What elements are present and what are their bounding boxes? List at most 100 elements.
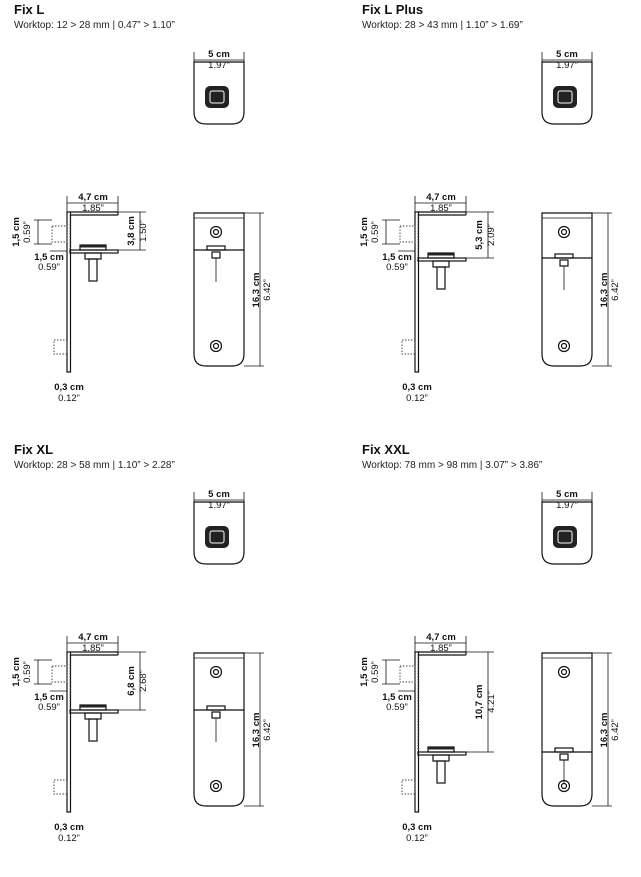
screw-shaft bbox=[436, 266, 446, 290]
screw-hole-bottom-inner bbox=[560, 342, 568, 350]
product-title: Fix L Plus bbox=[362, 2, 424, 17]
dim-lip-cm: 1,5 cm bbox=[382, 692, 412, 703]
worktop-range: Worktop: 28 > 43 mm | 1.10” > 1.69” bbox=[362, 20, 523, 31]
bracket-vertical bbox=[414, 211, 420, 373]
front-plate-outline bbox=[193, 652, 245, 807]
dim-depth-in: 1.85” bbox=[430, 203, 452, 214]
dim-gap-cm: 5,3 cm bbox=[474, 220, 485, 250]
screw-shaft bbox=[436, 760, 446, 784]
dim-thickness-cm: 0,3 cm bbox=[402, 822, 432, 833]
front-screw-nut bbox=[559, 753, 569, 761]
dim-gap-in: 4.21” bbox=[486, 691, 497, 713]
dim-height-cm: 16,3 cm bbox=[599, 713, 610, 748]
worktop-range: Worktop: 78 mm > 98 mm | 3.07” > 3.86” bbox=[362, 460, 543, 471]
bracket-vertical bbox=[66, 651, 72, 813]
top-view: 5 cm1.97” bbox=[541, 49, 593, 125]
dim-lip-cm: 1,5 cm bbox=[34, 692, 64, 703]
dim-plate-width-in: 1.97” bbox=[208, 500, 230, 511]
dim-height-in: 6.42” bbox=[610, 719, 621, 741]
front-clamp-pad bbox=[206, 705, 226, 711]
screw-hole-bottom bbox=[209, 779, 223, 793]
dim-depth-in: 1.85” bbox=[82, 643, 104, 654]
dim-top-in: 0.59” bbox=[370, 661, 381, 683]
screw-hole-bottom-inner bbox=[212, 342, 220, 350]
dim-depth-in: 1.85” bbox=[430, 643, 452, 654]
logo-mark bbox=[205, 526, 229, 548]
dim-thickness-in: 0.12” bbox=[58, 833, 80, 844]
front-clamp-pad bbox=[206, 245, 226, 251]
top-view: 5 cm1.97” bbox=[541, 489, 593, 565]
screw-nut bbox=[432, 754, 450, 762]
dim-thickness-in: 0.12” bbox=[406, 833, 428, 844]
dim-height-in: 6.42” bbox=[610, 279, 621, 301]
dim-thickness-in: 0.12” bbox=[406, 393, 428, 404]
screw-hole-top bbox=[209, 665, 223, 679]
panel-fix-xxl: Fix XXL Worktop: 78 mm > 98 mm | 3.07” >… bbox=[348, 440, 641, 877]
dim-depth-cm: 4,7 cm bbox=[426, 632, 456, 643]
screw-shaft bbox=[88, 258, 98, 282]
dim-plate-width-in: 1.97” bbox=[556, 60, 578, 71]
panel-fix-l: Fix L Worktop: 12 > 28 mm | 0.47” > 1.10… bbox=[0, 0, 320, 437]
bracket-lip bbox=[399, 665, 416, 683]
dim-plate-width-in: 1.97” bbox=[556, 500, 578, 511]
worktop-range: Worktop: 28 > 58 mm | 1.10” > 2.28” bbox=[14, 460, 175, 471]
dim-gap-cm: 6,8 cm bbox=[126, 666, 137, 696]
foot-outline bbox=[401, 779, 416, 795]
plate-outline bbox=[541, 501, 593, 565]
plate-outline bbox=[541, 61, 593, 125]
foot-outline bbox=[401, 339, 416, 355]
front-plate-outline bbox=[193, 212, 245, 367]
logo-inner bbox=[209, 530, 225, 544]
bracket-vertical bbox=[414, 651, 420, 813]
dim-plate-width-cm: 5 cm bbox=[556, 489, 578, 500]
front-screw-nut bbox=[211, 711, 221, 719]
screw-hole-top-inner bbox=[212, 228, 220, 236]
front-clamp-pad bbox=[554, 253, 574, 259]
screw-nut bbox=[84, 252, 102, 260]
product-title: Fix XL bbox=[14, 442, 54, 457]
dim-height-cm: 16,3 cm bbox=[599, 273, 610, 308]
dim-height-cm: 16,3 cm bbox=[251, 273, 262, 308]
top-view: 5 cm1.97” bbox=[193, 49, 245, 125]
dim-height-in: 6.42” bbox=[262, 719, 273, 741]
dim-depth-in: 1.85” bbox=[82, 203, 104, 214]
dim-plate-width-cm: 5 cm bbox=[556, 49, 578, 60]
panel-fix-xl: Fix XL Worktop: 28 > 58 mm | 1.10” > 2.2… bbox=[0, 440, 320, 877]
bracket-vertical bbox=[66, 211, 72, 373]
dim-thickness-cm: 0,3 cm bbox=[54, 822, 84, 833]
logo-mark bbox=[205, 86, 229, 108]
front-plate-outline bbox=[541, 212, 593, 367]
dim-top-in: 0.59” bbox=[22, 661, 33, 683]
screw-nut bbox=[84, 712, 102, 720]
screw-hole-bottom-inner bbox=[560, 782, 568, 790]
dim-lip-in: 0.59” bbox=[386, 262, 408, 273]
bracket-lip bbox=[51, 665, 68, 683]
screw-hole-top bbox=[557, 225, 571, 239]
front-plate-outline bbox=[541, 652, 593, 807]
bracket-lip bbox=[399, 225, 416, 243]
logo-mark bbox=[553, 526, 577, 548]
plate-outline bbox=[193, 501, 245, 565]
dim-plate-width-in: 1.97” bbox=[208, 60, 230, 71]
plate-outline bbox=[193, 61, 245, 125]
screw-hole-top-inner bbox=[212, 668, 220, 676]
bracket-lip bbox=[51, 225, 68, 243]
dim-top-cm: 1,5 cm bbox=[359, 657, 370, 687]
dim-plate-width-cm: 5 cm bbox=[208, 49, 230, 60]
dim-gap-cm: 3,8 cm bbox=[126, 216, 137, 246]
dim-plate-width-cm: 5 cm bbox=[208, 489, 230, 500]
clamp-pad-fill bbox=[80, 705, 106, 708]
logo-mark bbox=[553, 86, 577, 108]
dim-height-cm: 16,3 cm bbox=[251, 713, 262, 748]
product-title: Fix L bbox=[14, 2, 45, 17]
screw-hole-bottom bbox=[557, 339, 571, 353]
front-screw-nut bbox=[559, 259, 569, 267]
